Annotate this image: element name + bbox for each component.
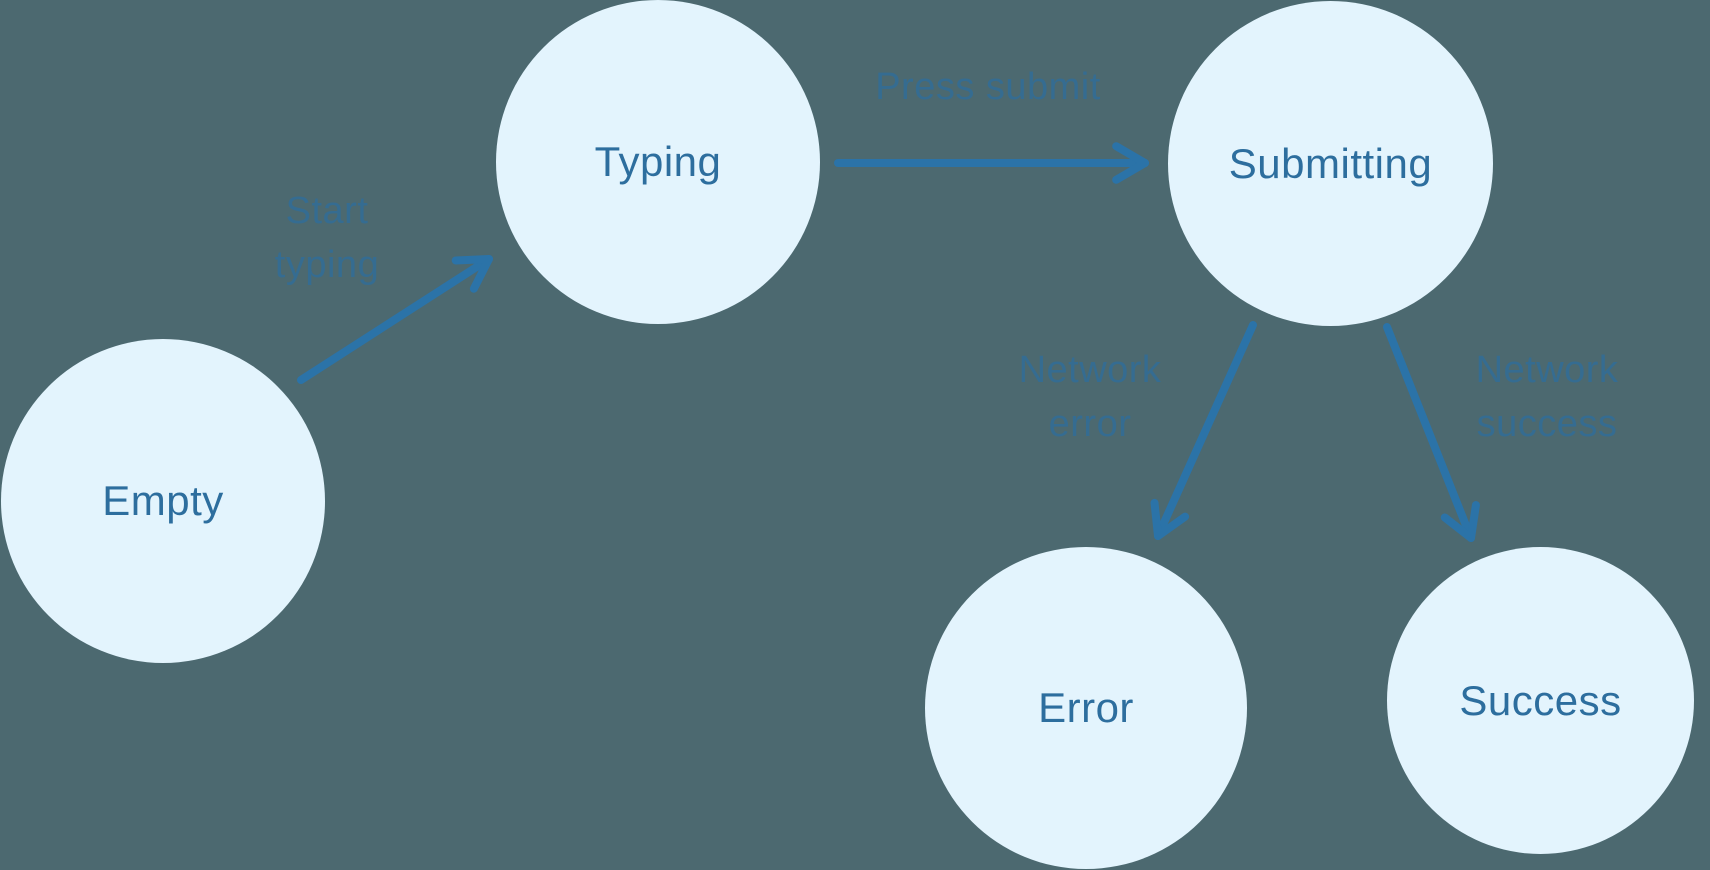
state-node-typing: Typing: [496, 0, 820, 324]
state-node-error: Error: [925, 547, 1247, 869]
state-node-success: Success: [1387, 547, 1694, 854]
state-label-error: Error: [1038, 684, 1134, 731]
edge-label-network-error: Network error: [1018, 349, 1162, 445]
edge-label-network-success: Network success: [1475, 349, 1619, 445]
state-label-typing: Typing: [594, 138, 722, 185]
edge-label-press-submit: Press submit: [875, 66, 1101, 108]
state-label-empty: Empty: [102, 477, 224, 524]
edge-label-start-typing: Start typing: [274, 190, 380, 286]
state-node-submitting: Submitting: [1168, 1, 1493, 326]
state-node-empty: Empty: [1, 339, 325, 663]
state-label-submitting: Submitting: [1228, 139, 1433, 187]
state-label-success: Success: [1459, 676, 1622, 724]
